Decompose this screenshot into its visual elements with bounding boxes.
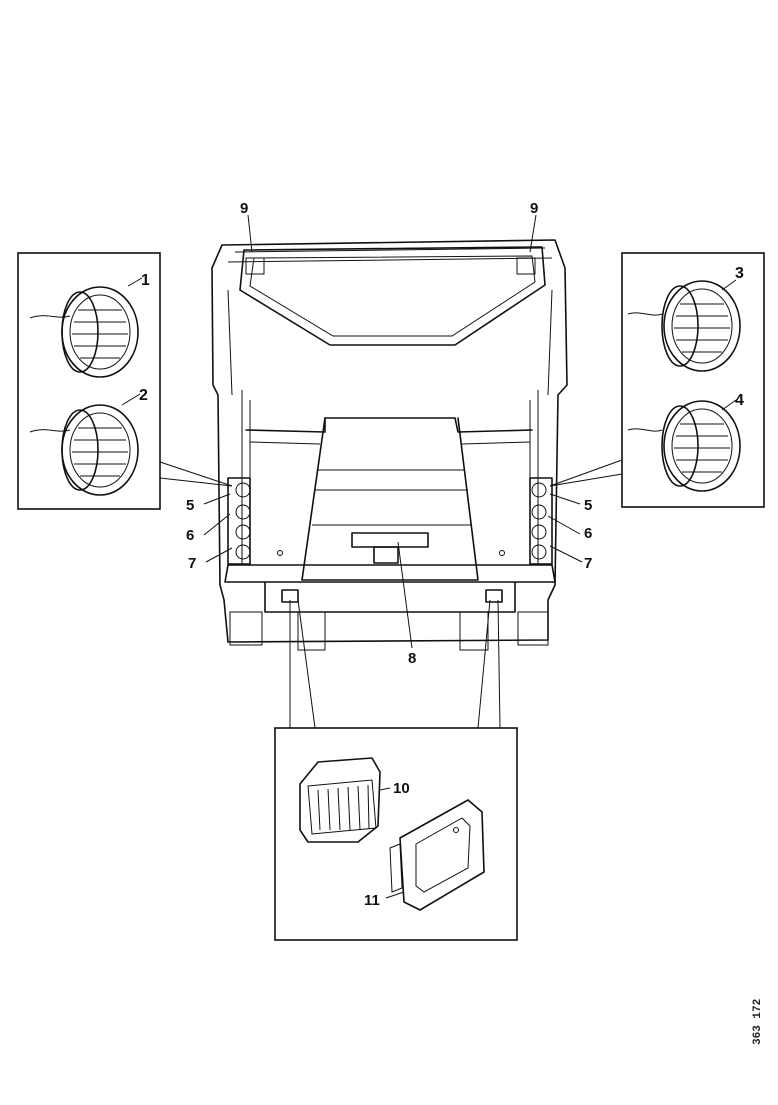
rear-lamp-cluster-left: [227, 477, 251, 565]
tail-lamp-1: [29, 286, 139, 378]
callout-5-left: 5: [186, 497, 194, 514]
reverse-lamp-mount-right: [485, 589, 503, 603]
detail-box-left: [17, 252, 233, 510]
callout-1: 1: [141, 272, 150, 289]
callout-7-right: 7: [584, 555, 592, 572]
callout-2: 2: [139, 387, 148, 404]
callout-6-left: 6: [186, 527, 194, 544]
cab-body: [211, 239, 568, 651]
callout-7-left: 7: [188, 555, 196, 572]
detail-box-right: [549, 252, 765, 508]
rear-lamp-cluster-right: [529, 477, 553, 565]
callout-labels: 1 2 3 4 5 5 6 6 7 7 8 9 9 10 11: [139, 200, 744, 909]
callout-9-right: 9: [530, 200, 538, 217]
callout-10: 10: [393, 780, 410, 797]
leader-lines: [203, 214, 583, 649]
reversing-lamp-10: [299, 757, 391, 843]
callout-9-left: 9: [240, 200, 248, 217]
callout-4: 4: [735, 392, 744, 409]
tail-lamp-2: [29, 404, 139, 496]
callout-11: 11: [364, 892, 380, 909]
callout-5-right: 5: [584, 497, 592, 514]
tail-lamp-3: [627, 280, 741, 372]
callout-3: 3: [735, 265, 744, 282]
callout-8: 8: [408, 650, 416, 667]
tail-lamp-4: [627, 400, 741, 492]
lamp-bezel-11: [385, 799, 485, 911]
callout-6-right: 6: [584, 525, 592, 542]
detail-box-bottom: [274, 599, 518, 941]
figure-code: 363 172: [752, 998, 764, 1045]
